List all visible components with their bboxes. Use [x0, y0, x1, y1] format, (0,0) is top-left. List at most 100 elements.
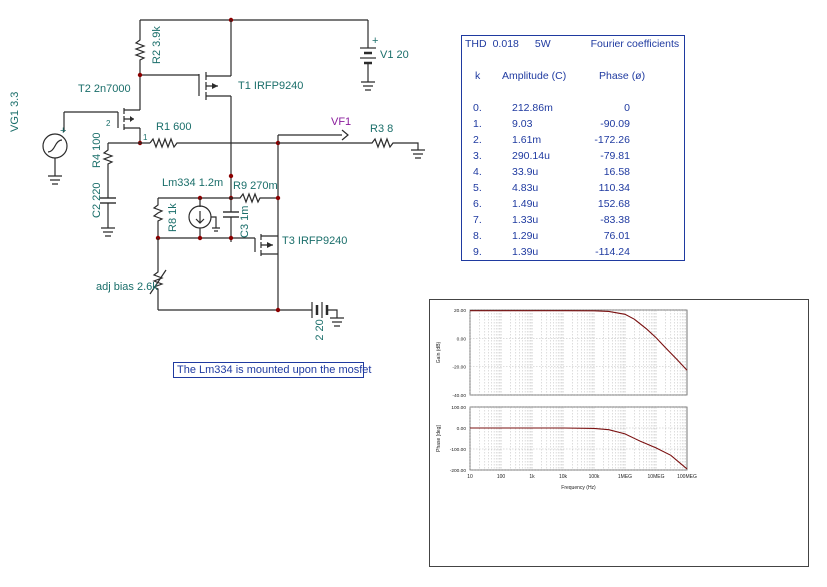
t2-gate-pin: 2 — [106, 119, 111, 128]
frequency-tick-label: 100k — [589, 474, 600, 480]
fourier-amplitude: 1.61m — [512, 134, 542, 146]
fourier-phase: 76.01 — [603, 230, 630, 242]
gain-tick-label: 20.00 — [454, 308, 466, 314]
frequency-tick-label: 100 — [497, 474, 506, 480]
r1-resistor[interactable]: R1 600 — [149, 121, 278, 149]
t2-label: T2 2n7000 — [78, 83, 131, 95]
phase-tick-label: 0.00 — [457, 426, 467, 432]
col-amp-header: Amplitude (C) — [502, 70, 567, 82]
t3-label: T3 IRFP9240 — [282, 235, 347, 247]
r3-label: R3 8 — [370, 123, 393, 135]
vg1-label: VG1 3.3 — [9, 92, 21, 132]
frequency-axis-label: Frequency (Hz) — [561, 485, 596, 491]
phase-tick-label: -200.00 — [450, 468, 467, 474]
phase-series-line — [470, 427, 688, 470]
fourier-amplitude: 1.29u — [512, 230, 539, 242]
r8-resistor[interactable]: R8 1k — [152, 198, 179, 238]
lm334-label: Lm334 1.2m — [162, 177, 223, 189]
r9-label: R9 270m — [233, 180, 278, 192]
schematic: + V1 20 R2 3.9k T1 IRFP9240 T2 2n7000 2 … — [9, 17, 425, 340]
t3-mosfet[interactable]: T3 IRFP9240 — [254, 234, 347, 256]
col-phase-header: Phase (ø) — [599, 70, 646, 82]
fourier-amplitude: 1.33u — [512, 214, 539, 226]
fourier-row: 1. 9.03 -90.09 — [462, 118, 684, 134]
phase-axis-label: Phase [deg] — [436, 425, 442, 452]
note-box: The Lm334 is mounted upon the mosfet — [173, 362, 371, 378]
fourier-amplitude: 33.9u — [512, 166, 539, 178]
v1-plus: + — [372, 35, 378, 47]
fourier-row: 8. 1.29u 76.01 — [462, 230, 684, 246]
fourier-amplitude: 212.86m — [512, 102, 553, 114]
frequency-tick-label: 10k — [559, 474, 568, 480]
fourier-k: 8. — [473, 230, 482, 242]
frequency-tick-label: 10MEG — [648, 474, 665, 480]
r2-resistor[interactable]: R2 3.9k — [134, 20, 163, 110]
frequency-tick-label: 10 — [467, 474, 473, 480]
frequency-tick-label: 100MEG — [677, 474, 697, 480]
fourier-row: 3.290.14u-79.81 — [462, 150, 684, 166]
t1-label: T1 IRFP9240 — [238, 80, 303, 92]
adj-bias-potentiometer[interactable]: adj bias 2.6k — [96, 238, 167, 310]
fourier-amplitude: 9.03 — [512, 118, 533, 130]
phase-tick-label: -100.00 — [450, 447, 467, 453]
fourier-k: 1. — [473, 118, 482, 130]
fourier-amplitude: 1.39u — [512, 246, 539, 258]
fourier-phase: -79.81 — [600, 150, 630, 162]
r4-label: R4 100 — [91, 133, 103, 168]
gain-axis-label: Gain (dB) — [436, 341, 442, 363]
fourier-k: 9. — [473, 246, 482, 258]
r1-label: R1 600 — [156, 121, 191, 133]
fourier-phase: 152.68 — [597, 198, 630, 210]
phase-plot-area — [469, 406, 688, 471]
gain-tick-label: -20.00 — [452, 365, 466, 371]
r8-label: R8 1k — [167, 203, 179, 232]
v2-battery[interactable]: V2 20 — [311, 302, 344, 340]
vf1-label: VF1 — [331, 116, 351, 128]
r2-label: R2 3.9k — [151, 26, 163, 64]
fourier-row: 6. 1.49u 152.68 — [462, 198, 684, 214]
fourier-k: 4. — [473, 166, 482, 178]
vg1-plus: + — [60, 125, 66, 137]
t1-mosfet[interactable]: T1 IRFP9240 — [140, 20, 303, 176]
v1-battery[interactable]: + V1 20 — [360, 20, 409, 91]
fourier-k: 6. — [473, 198, 482, 210]
fourier-amplitude: 290.14u — [512, 150, 550, 162]
c2-label: C2 220 — [91, 183, 103, 218]
lm334-source[interactable] — [188, 198, 220, 238]
fourier-row: 2. 1.61m -172.26 — [462, 134, 684, 150]
t2-drain-pin: 1 — [143, 133, 148, 142]
thd-value: 0.018 — [492, 38, 519, 50]
power-label: 5W — [534, 38, 551, 50]
fourier-phase: -172.26 — [594, 134, 630, 146]
r3-resistor[interactable]: R3 8 — [348, 123, 425, 159]
adj-bias-label: adj bias 2.6k — [96, 281, 158, 293]
frequency-tick-label: 1MEG — [618, 474, 632, 480]
fourier-k: 7. — [473, 214, 482, 226]
fourier-phase: 110.34 — [598, 182, 630, 194]
fourier-phase: 0 — [624, 102, 630, 114]
c2-capacitor[interactable]: C2 220 — [91, 183, 116, 237]
col-k-header: k — [475, 70, 481, 82]
frequency-tick-label: 1k — [529, 474, 535, 480]
fourier-phase: -90.09 — [600, 118, 630, 130]
c3-label: C3 1m — [239, 206, 251, 238]
c3-capacitor[interactable]: C3 1m — [223, 198, 251, 242]
fourier-k: 5. — [473, 182, 482, 194]
phase-tick-label: 100.00 — [451, 405, 466, 411]
fourier-k: 2. — [473, 134, 482, 146]
fourier-amplitude: 1.49u — [512, 198, 539, 210]
t2-mosfet[interactable]: T2 2n7000 2 1 — [78, 83, 148, 143]
gain-plot-area — [469, 309, 688, 396]
gain-series-line — [470, 310, 688, 371]
r9-resistor[interactable]: R9 270m — [231, 180, 278, 204]
vg1-source[interactable]: + VG1 3.3 — [9, 92, 68, 185]
r4-resistor[interactable]: R4 100 — [91, 133, 114, 198]
thd-label: THD — [465, 38, 487, 50]
